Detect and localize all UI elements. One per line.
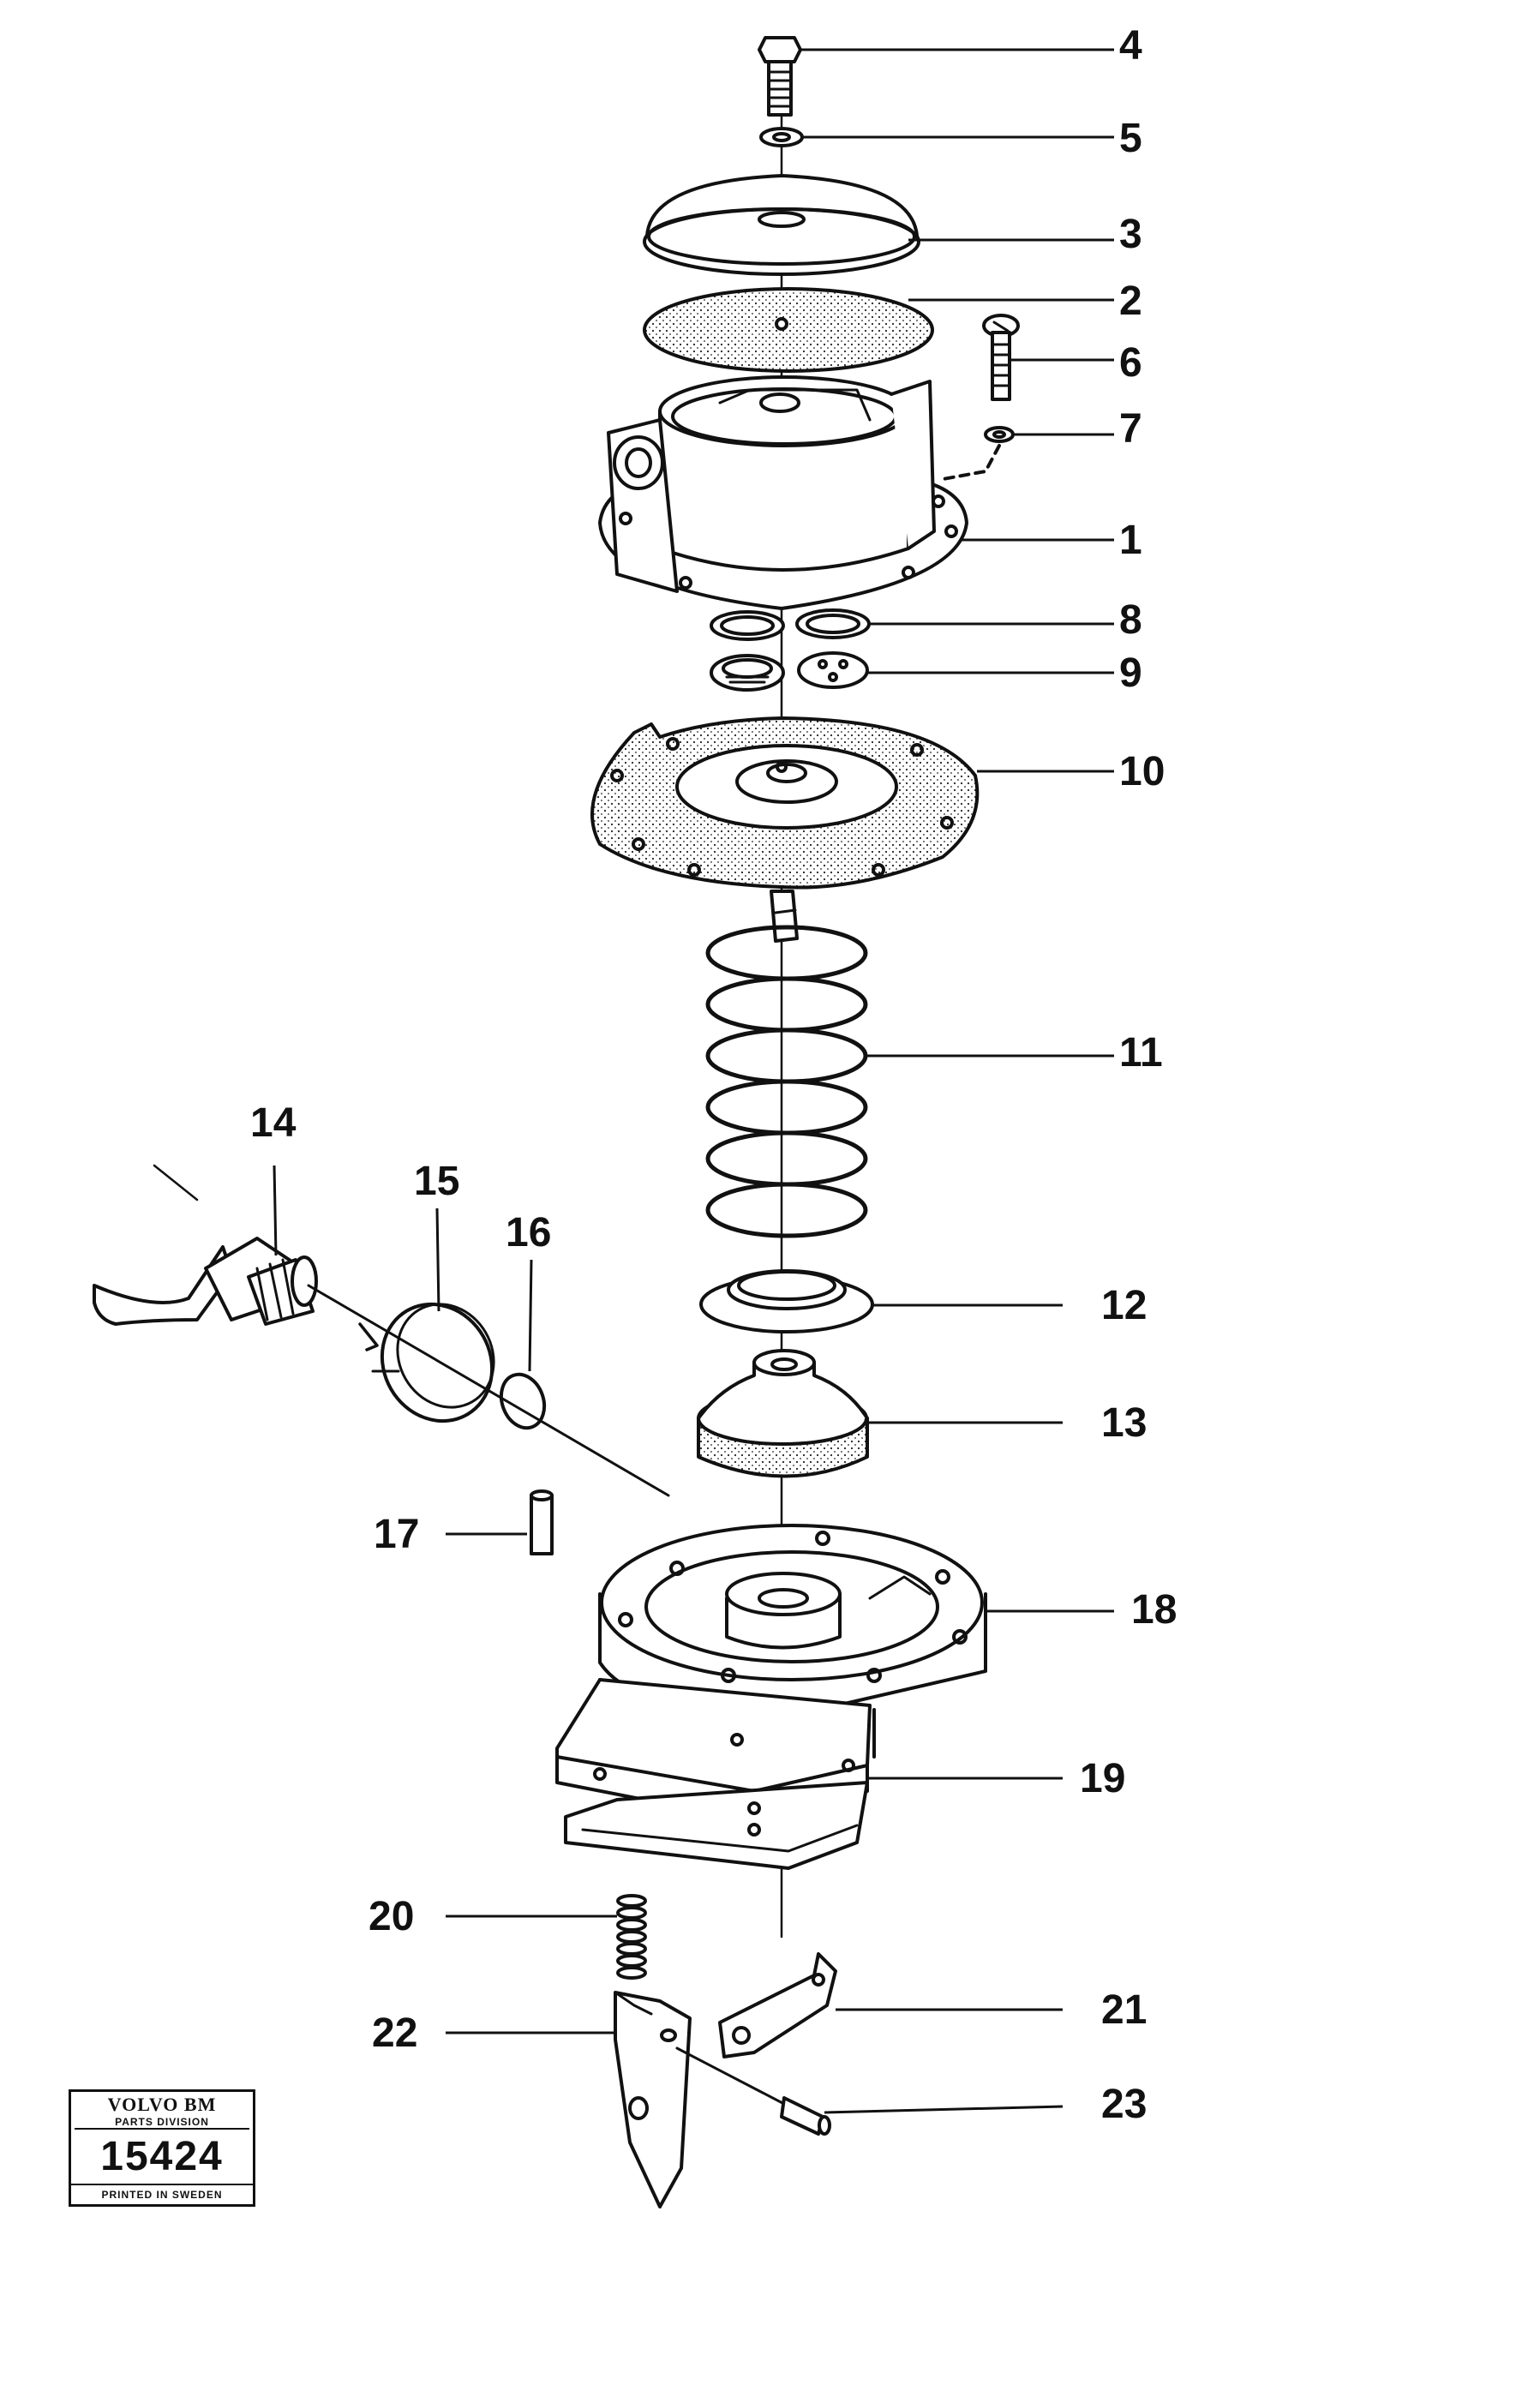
callout-2: 2 — [1119, 279, 1142, 324]
callout-20: 20 — [369, 1894, 415, 1939]
callout-11: 11 — [1119, 1030, 1163, 1076]
callout-1: 1 — [1119, 518, 1142, 563]
part-21-link — [718, 1952, 837, 2058]
part-2-diaphragm — [643, 287, 934, 373]
part-19-base-plate — [555, 1678, 872, 1870]
parts-division-stamp: VOLVO BM PARTS DIVISION 15424 PRINTED IN… — [69, 2089, 255, 2207]
part-9-valves — [710, 651, 869, 692]
callout-9: 9 — [1119, 650, 1142, 696]
part-15-torsion-spring — [358, 1302, 495, 1423]
part-16-retaining-ring — [499, 1372, 547, 1430]
callout-12: 12 — [1101, 1283, 1148, 1328]
part-12-spring-seat — [699, 1269, 874, 1333]
part-14-hand-lever — [93, 1164, 318, 1326]
callout-22: 22 — [372, 2010, 418, 2056]
part-22-lever-arm — [614, 1991, 692, 2208]
part-10-diaphragm-plate — [590, 716, 980, 890]
stamp-division: PARTS DIVISION — [75, 2116, 249, 2130]
part-20-small-spring — [616, 1894, 647, 1980]
pull-rod — [770, 890, 799, 943]
part-5-washer — [759, 127, 804, 147]
part-1-upper-housing — [598, 375, 968, 610]
callout-13: 13 — [1101, 1400, 1148, 1446]
callout-21: 21 — [1101, 1987, 1148, 2033]
stamp-footer: PRINTED IN SWEDEN — [71, 2184, 253, 2204]
part-7-washer — [937, 426, 1015, 482]
part-8-seal-rings — [710, 608, 871, 641]
callout-6: 6 — [1119, 340, 1142, 386]
part-11-spring — [705, 925, 868, 1238]
callout-23: 23 — [1101, 2082, 1148, 2127]
part-3-cover — [643, 174, 920, 276]
part-13-lower-cup — [697, 1349, 869, 1478]
callout-4: 4 — [1119, 23, 1142, 69]
leader-lines — [273, 48, 1114, 2114]
callout-3: 3 — [1119, 212, 1142, 257]
callout-19: 19 — [1080, 1756, 1126, 1801]
callout-8: 8 — [1119, 597, 1142, 643]
part-4-bolt — [758, 36, 802, 117]
part-6-screw — [982, 314, 1020, 401]
callout-17: 17 — [374, 1512, 420, 1557]
callout-7: 7 — [1119, 406, 1142, 452]
callout-10: 10 — [1119, 749, 1165, 794]
callout-5: 5 — [1119, 116, 1142, 161]
part-23-pin — [675, 2046, 831, 2136]
callout-14: 14 — [250, 1100, 297, 1146]
callout-15: 15 — [414, 1159, 460, 1204]
part-17-pin — [530, 1489, 554, 1555]
callout-18: 18 — [1131, 1587, 1177, 1633]
stamp-number: 15424 — [100, 2134, 224, 2179]
callout-16: 16 — [506, 1210, 552, 1255]
stamp-brand: VOLVO BM — [107, 2094, 217, 2115]
